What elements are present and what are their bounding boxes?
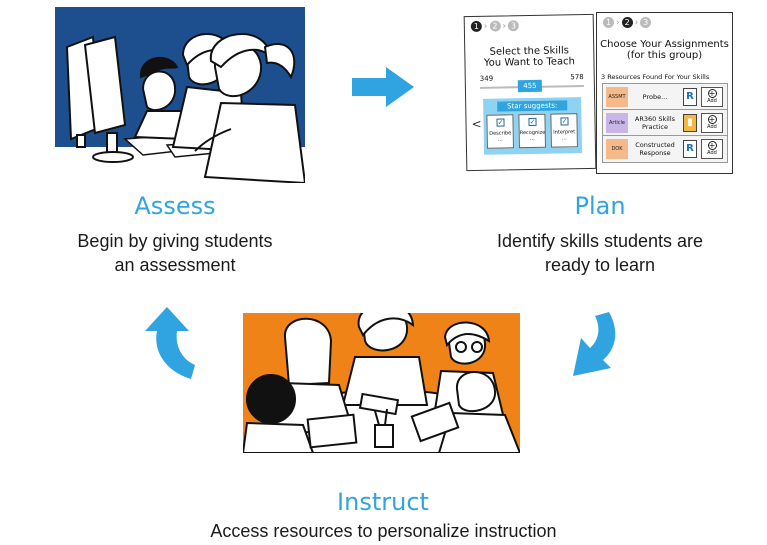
star-suggests-label: Star suggests:: [497, 100, 568, 112]
assignments-heading: Choose Your Assignments (for this group): [597, 39, 732, 61]
choose-assignments-screen: 1›2›3 Choose Your Assignments (for this …: [596, 12, 733, 174]
resource-list: ASSMT Probe... R +Add Article AR360 Skil…: [602, 83, 728, 163]
instruct-title: Instruct: [337, 488, 429, 516]
step-dot: 2: [489, 20, 501, 32]
step-dot: 3: [507, 20, 520, 32]
range-max: 578: [570, 73, 584, 82]
plan-description-line: ready to learn: [544, 255, 656, 275]
skill-card-recognize[interactable]: ✓ Recognize ...: [518, 113, 546, 149]
skill-ellipsis: ...: [497, 136, 503, 143]
score-range-slider[interactable]: 349 578 455: [480, 73, 584, 93]
star-suggests-panel: Star suggests: ✓ Describe ... ✓ Recogniz…: [483, 97, 583, 155]
add-label: Add: [707, 150, 717, 156]
instruct-illustration: [243, 313, 520, 453]
arrow-right-icon: [352, 67, 414, 107]
add-resource-button[interactable]: +Add: [701, 139, 723, 159]
prev-arrow-icon[interactable]: <: [471, 116, 482, 132]
assignments-heading-line: (for this group): [626, 50, 703, 61]
instruct-description: Access resources to personalize instruct…: [210, 521, 557, 541]
resources-found-label: 3 Resources Found For Your Skills: [601, 73, 710, 81]
add-resource-button[interactable]: +Add: [701, 113, 723, 133]
resource-row: ASSMT Probe... R +Add: [603, 84, 727, 110]
select-skills-screen: 1›2›3 Select the Skills You Want to Teac…: [463, 13, 597, 172]
skill-card-describe[interactable]: ✓ Describe ...: [486, 114, 514, 149]
checkbox-icon: ✓: [496, 118, 505, 127]
step-dot: 2: [621, 17, 633, 28]
assess-description-line: Begin by giving students: [77, 231, 273, 251]
resource-row: DOK Constructed Response R +Add: [603, 136, 727, 162]
step-dot: 1: [603, 17, 614, 28]
resource-tag: Article: [606, 113, 628, 133]
slider-thumb[interactable]: 455: [517, 79, 542, 93]
skills-heading: Select the Skills You Want to Teach: [465, 45, 593, 69]
resource-row: Article AR360 Skills Practice ▮ +Add: [603, 110, 727, 136]
plan-description: Identify skills students are ready to le…: [455, 229, 745, 277]
checkbox-icon: ✓: [560, 117, 569, 126]
step-indicator: 1›2›3: [603, 17, 652, 28]
assess-description-line: an assessment: [114, 255, 236, 275]
step-indicator: 1›2›3: [470, 20, 520, 33]
add-label: Add: [707, 98, 717, 104]
plus-icon: +: [707, 115, 717, 124]
renaissance-logo-icon: R: [683, 88, 697, 106]
plan-title: Plan: [574, 192, 626, 220]
skill-ellipsis: ...: [561, 135, 567, 142]
assess-description: Begin by giving students an assessment: [45, 229, 305, 277]
skill-ellipsis: ...: [529, 135, 535, 143]
resource-name: AR360 Skills Practice: [634, 115, 676, 131]
renaissance-logo-icon: R: [683, 140, 697, 158]
add-resource-button[interactable]: +Add: [701, 87, 723, 107]
skills-heading-line: You Want to Teach: [483, 56, 576, 69]
students-at-computers-drawing: [55, 33, 305, 183]
book-logo-icon: ▮: [683, 114, 697, 132]
plan-description-line: Identify skills students are: [496, 231, 704, 251]
plus-icon: +: [707, 141, 717, 150]
step-dot: 1: [470, 20, 482, 33]
step-dot: 3: [640, 17, 652, 28]
resource-tag: ASSMT: [606, 87, 628, 107]
plus-icon: +: [707, 89, 717, 98]
arrow-down-left-icon: [573, 312, 616, 376]
resource-name: Constructed Response: [635, 141, 675, 157]
assess-title: Assess: [134, 192, 216, 220]
checkbox-icon: ✓: [528, 117, 537, 127]
skill-card-interpret[interactable]: ✓ Interpret ...: [550, 113, 578, 148]
assess-illustration: [55, 7, 305, 183]
range-min: 349: [479, 74, 494, 83]
assignments-heading-line: Choose Your Assignments: [600, 39, 729, 50]
resource-name: Probe...: [642, 93, 668, 101]
resource-tag: DOK: [606, 139, 628, 159]
group-learning-drawing: [243, 313, 520, 453]
arrow-up-left-icon: [145, 307, 195, 379]
add-label: Add: [707, 124, 717, 130]
